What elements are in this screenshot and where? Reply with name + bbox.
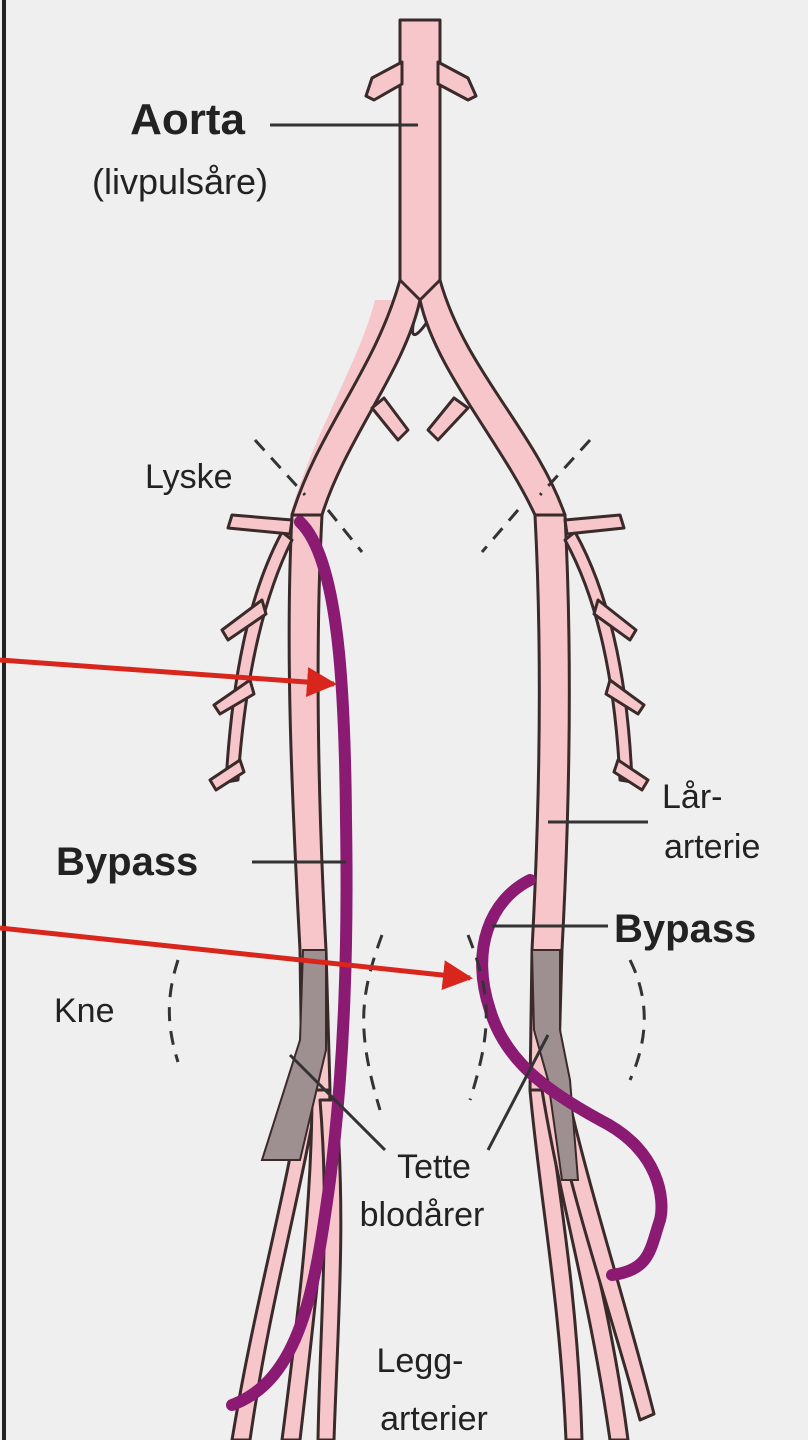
iliac-right-vessel	[420, 280, 565, 515]
leg-arteries-label-1: Legg-	[377, 1342, 464, 1380]
knee-dash-left-inner	[364, 935, 382, 1110]
arrow-to-left-bypass	[0, 660, 334, 684]
deep-femoral-right	[565, 532, 632, 782]
aorta-label: Aorta	[130, 95, 245, 144]
blocked-label-2: blodårer	[360, 1196, 485, 1234]
thigh-artery-label-2: arterie	[664, 828, 760, 866]
bypass-left-label: Bypass	[56, 840, 198, 884]
knee-dash-right-outer	[630, 960, 644, 1080]
groin-label: Lyske	[145, 458, 233, 496]
knee-dash-left-outer	[169, 960, 178, 1062]
aorta-vessel	[400, 20, 440, 300]
knee-label: Kne	[54, 992, 115, 1030]
deep-femoral-left	[226, 532, 292, 782]
left-branch-stub-1	[228, 515, 292, 534]
blocked-label-1: Tette	[397, 1148, 471, 1186]
iliac-left-vessel	[292, 280, 420, 515]
aorta-branch-left	[366, 62, 402, 100]
right-branch-stub-1	[565, 515, 624, 534]
groin-dash-left-2	[328, 510, 362, 552]
aorta-sublabel: (livpulsåre)	[92, 161, 268, 202]
leg-arteries-label-2: arterier	[380, 1400, 488, 1438]
arrow-to-right-bypass	[0, 928, 470, 978]
aorta-branch-right	[438, 62, 476, 100]
internal-iliac-right	[428, 398, 468, 440]
groin-dash-left-1	[255, 440, 305, 495]
groin-dash-right-2	[482, 510, 518, 552]
thigh-artery-label-1: Lår-	[662, 778, 722, 816]
bypass-right-label: Bypass	[614, 907, 756, 951]
internal-iliac-left	[372, 398, 408, 440]
